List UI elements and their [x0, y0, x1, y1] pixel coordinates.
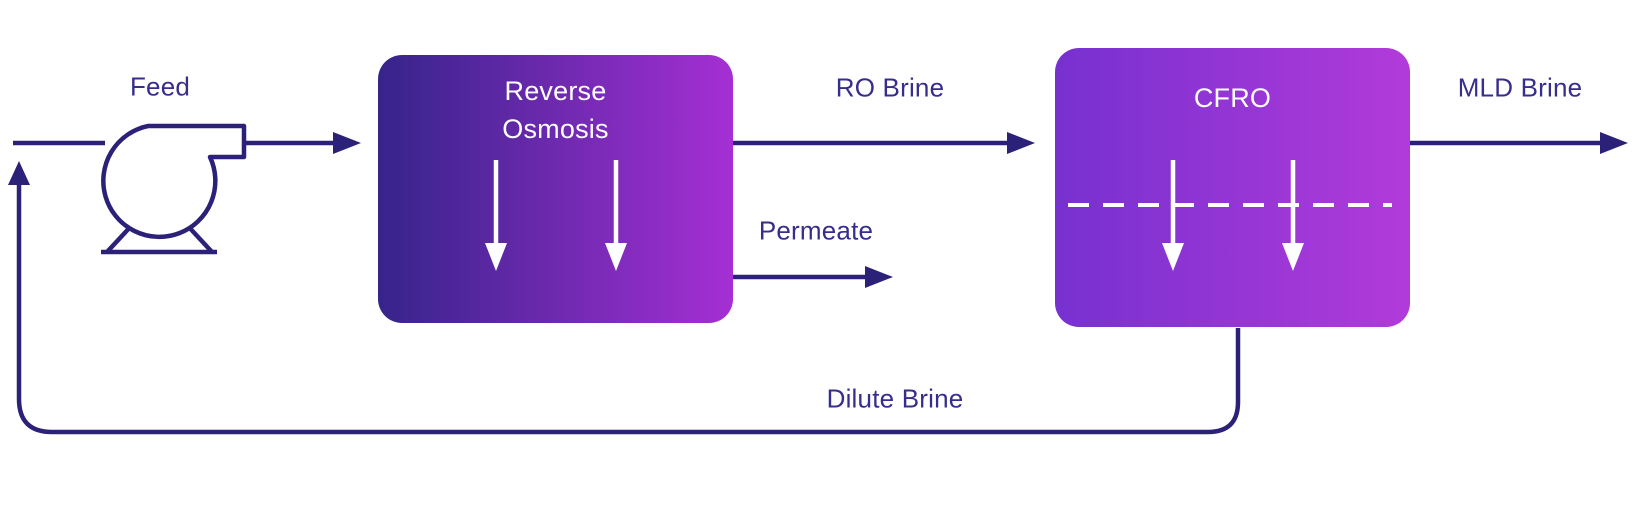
cfro-down-arrow-2-head: [1282, 243, 1304, 271]
cfro-down-arrow-1-head: [1162, 243, 1184, 271]
feed-arrowhead: [333, 132, 361, 154]
mld-brine-label: MLD Brine: [1457, 72, 1583, 103]
ro-permeate-flux-arrows: [485, 160, 627, 271]
ro-down-arrow-1-head: [485, 243, 507, 271]
reverse-osmosis-title-line1: Reverse: [504, 76, 607, 106]
cfro-title: CFRO: [1193, 83, 1272, 113]
centrifugal-pump-icon: [101, 123, 247, 255]
ro-brine-label: RO Brine: [835, 72, 945, 103]
feed-label: Feed: [129, 71, 191, 102]
ro-down-arrow-2-head: [605, 243, 627, 271]
permeate-arrowhead: [865, 266, 893, 288]
ro-brine-arrowhead: [1007, 132, 1035, 154]
dilute-brine-label: Dilute Brine: [826, 383, 964, 414]
dilute-brine-recycle-line: [16, 184, 1241, 435]
cfro-node: CFRO: [1055, 48, 1410, 327]
permeate-label: Permeate: [758, 215, 874, 246]
reverse-osmosis-node: Reverse Osmosis: [378, 55, 733, 323]
dilute-brine-arrowhead: [8, 161, 30, 185]
pump-volute: [101, 123, 247, 240]
reverse-osmosis-title-line2: Osmosis: [502, 114, 609, 144]
mld-brine-arrowhead: [1600, 132, 1628, 154]
cfro-internal-graphics: [1068, 160, 1392, 271]
